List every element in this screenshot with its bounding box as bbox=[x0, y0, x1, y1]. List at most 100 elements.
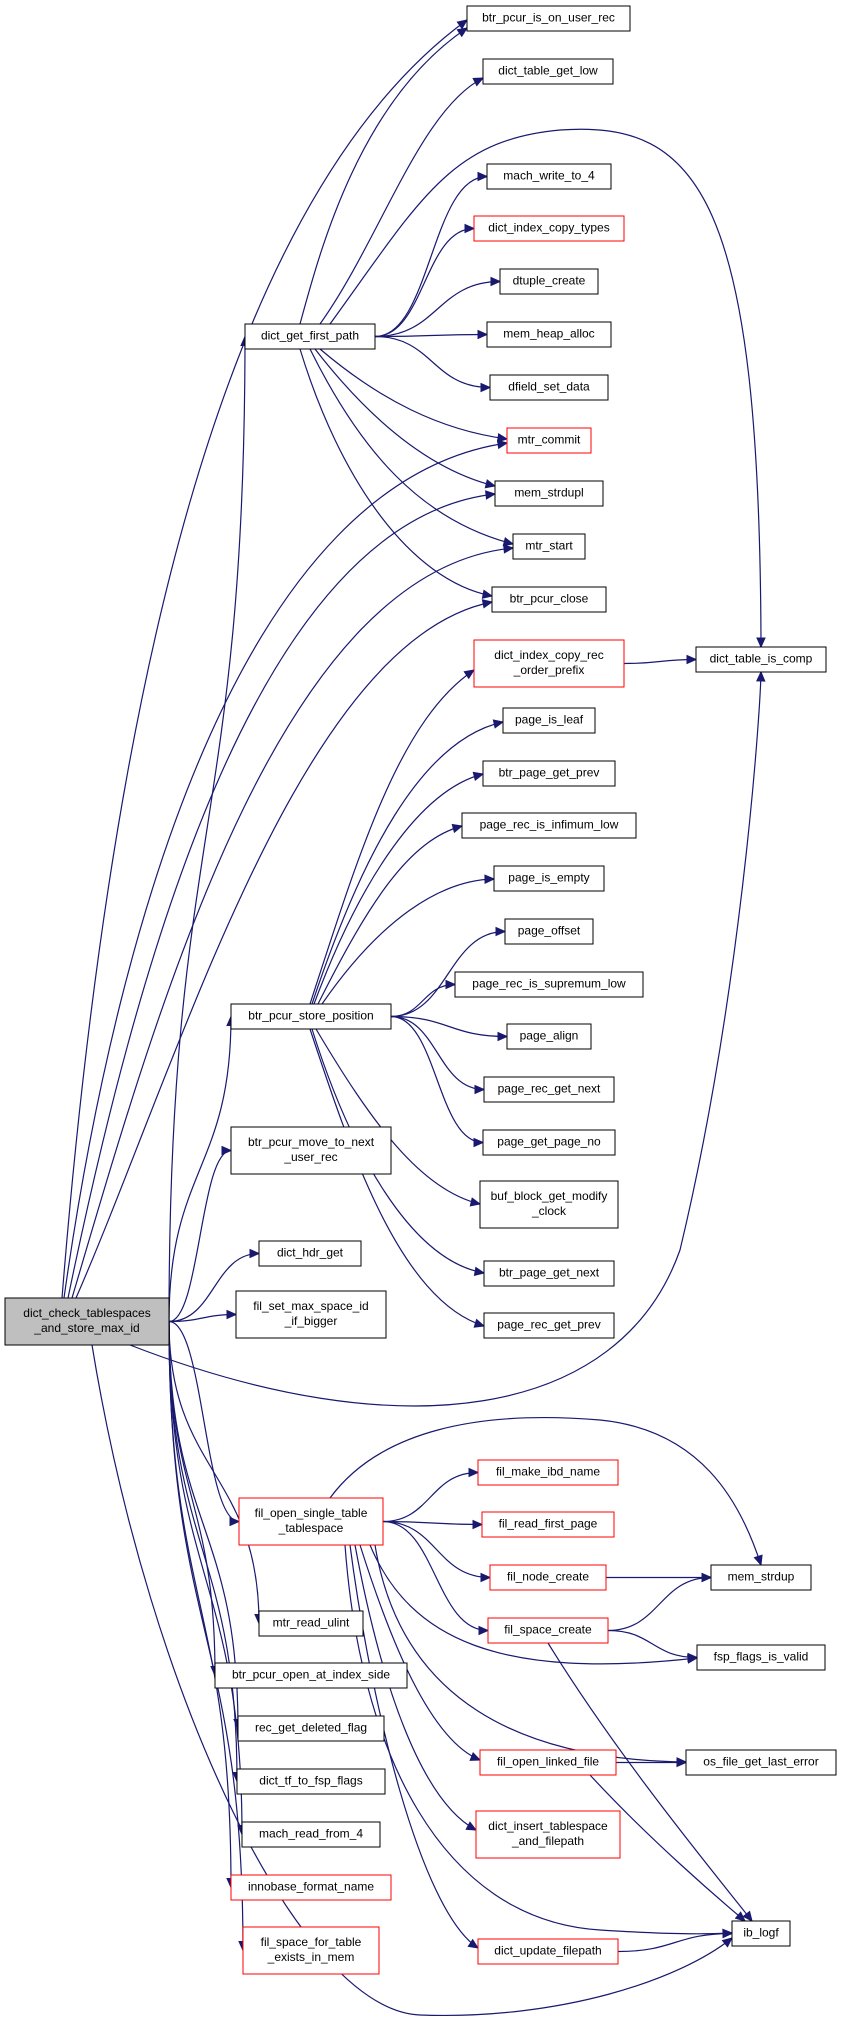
arrowhead-dict_get_first_path-to-dict_index_copy_types bbox=[464, 223, 476, 234]
node-innobase_format_name[interactable]: innobase_format_name bbox=[230, 1874, 392, 1901]
node-label: fil_open_single_table bbox=[255, 1506, 368, 1520]
arrowhead-btr_pcur_store_position-to-buf_block_get_modify_clock bbox=[469, 1197, 482, 1207]
edge-root-to-mtr_start bbox=[71, 547, 514, 1299]
node-mach_write_to_4[interactable]: mach_write_to_4 bbox=[486, 163, 612, 190]
node-dict_insert_tablespace_and_filepath[interactable]: dict_insert_tablespace_and_filepath bbox=[475, 1810, 621, 1859]
arrowhead-root-to-btr_pcur_is_on_user_rec bbox=[456, 19, 468, 30]
node-box bbox=[482, 58, 614, 85]
node-dtuple_create[interactable]: dtuple_create bbox=[499, 268, 599, 295]
edge-dict_get_first_path-to-mem_strdupl bbox=[314, 348, 496, 487]
node-box bbox=[710, 1564, 812, 1591]
arrowhead-dict_get_first_path-to-dfield_set_data bbox=[480, 382, 492, 393]
node-box bbox=[214, 1662, 408, 1689]
node-dict_table_get_low[interactable]: dict_table_get_low bbox=[482, 58, 614, 85]
node-mtr_commit[interactable]: mtr_commit bbox=[506, 427, 592, 454]
arrowhead-fil_open_linked_file-to-os_file_get_last_error bbox=[676, 1757, 688, 1768]
arrowhead-root-to-mem_strdupl bbox=[485, 490, 497, 500]
arrowhead-dict_update_filepath-to-ib_logf bbox=[722, 1928, 734, 1939]
node-dfield_set_data[interactable]: dfield_set_data bbox=[489, 374, 609, 401]
node-fil_space_for_table_exists_in_mem[interactable]: fil_space_for_table_exists_in_mem bbox=[242, 1926, 380, 1975]
node-btr_pcur_move_to_next_user_rec[interactable]: btr_pcur_move_to_next_user_rec bbox=[230, 1126, 392, 1175]
node-box bbox=[238, 1497, 384, 1546]
node-page_rec_get_prev[interactable]: page_rec_get_prev bbox=[483, 1312, 615, 1339]
node-fil_make_ibd_name[interactable]: fil_make_ibd_name bbox=[477, 1459, 619, 1486]
node-dict_table_is_comp[interactable]: dict_table_is_comp bbox=[695, 646, 827, 673]
node-btr_pcur_store_position[interactable]: btr_pcur_store_position bbox=[230, 1003, 392, 1030]
node-box bbox=[475, 1810, 621, 1859]
node-fil_node_create[interactable]: fil_node_create bbox=[489, 1564, 607, 1591]
node-page_rec_get_next[interactable]: page_rec_get_next bbox=[483, 1076, 615, 1103]
node-mem_strdup[interactable]: mem_strdup bbox=[710, 1564, 812, 1591]
node-box bbox=[4, 1297, 170, 1346]
node-mtr_read_ulint[interactable]: mtr_read_ulint bbox=[258, 1610, 364, 1637]
node-dict_hdr_get[interactable]: dict_hdr_get bbox=[258, 1240, 362, 1267]
node-btr_page_get_next[interactable]: btr_page_get_next bbox=[483, 1260, 615, 1287]
edge-root-to-btr_pcur_store_position bbox=[168, 1016, 232, 1322]
node-fil_set_max_space_id_if_bigger[interactable]: fil_set_max_space_id_if_bigger bbox=[235, 1290, 387, 1339]
arrowhead-fil_open_single_table_tablespace-to-fil_read_first_page bbox=[472, 1519, 484, 1530]
edge-dict_get_first_path-to-mach_write_to_4 bbox=[374, 175, 488, 338]
node-dict_get_first_path[interactable]: dict_get_first_path bbox=[244, 323, 376, 350]
arrowhead-fil_open_linked_file-to-ib_logf bbox=[734, 1911, 746, 1922]
node-fil_open_single_table_tablespace[interactable]: fil_open_single_table_tablespace bbox=[238, 1497, 384, 1546]
node-fil_read_first_page[interactable]: fil_read_first_page bbox=[481, 1511, 615, 1538]
arrowhead-fil_space_create-to-mem_strdup bbox=[701, 1572, 713, 1583]
node-btr_pcur_close[interactable]: btr_pcur_close bbox=[491, 586, 607, 613]
node-page_is_leaf[interactable]: page_is_leaf bbox=[502, 707, 596, 734]
node-mem_strdupl[interactable]: mem_strdupl bbox=[494, 480, 604, 507]
node-label: dict_index_copy_rec bbox=[494, 648, 603, 662]
arrowhead-dict_get_first_path-to-mem_strdupl bbox=[484, 479, 497, 489]
node-btr_pcur_is_on_user_rec[interactable]: btr_pcur_is_on_user_rec bbox=[466, 5, 631, 32]
node-box bbox=[477, 1459, 619, 1486]
node-os_file_get_last_error[interactable]: os_file_get_last_error bbox=[685, 1749, 837, 1776]
node-box bbox=[230, 1874, 392, 1901]
node-rec_get_deleted_flag[interactable]: rec_get_deleted_flag bbox=[237, 1715, 385, 1742]
node-fil_open_linked_file[interactable]: fil_open_linked_file bbox=[479, 1749, 617, 1776]
node-page_get_page_no[interactable]: page_get_page_no bbox=[482, 1129, 616, 1156]
node-dict_update_filepath[interactable]: dict_update_filepath bbox=[477, 1938, 619, 1965]
node-page_offset[interactable]: page_offset bbox=[504, 918, 594, 945]
node-dict_index_copy_types[interactable]: dict_index_copy_types bbox=[473, 215, 625, 242]
arrowhead-root-to-btr_pcur_move_to_next_user_rec bbox=[221, 1145, 233, 1156]
node-label: _user_rec bbox=[283, 1150, 337, 1164]
node-page_rec_is_supremum_low[interactable]: page_rec_is_supremum_low bbox=[454, 971, 644, 998]
node-btr_pcur_open_at_index_side[interactable]: btr_pcur_open_at_index_side bbox=[214, 1662, 408, 1689]
node-label: dict_index_copy_types bbox=[488, 221, 609, 235]
arrowhead-dict_get_first_path-to-dict_table_get_low bbox=[472, 77, 485, 87]
node-label: mtr_commit bbox=[518, 433, 581, 447]
node-page_is_empty[interactable]: page_is_empty bbox=[493, 865, 605, 892]
arrowhead-dict_get_first_path-to-mtr_commit bbox=[496, 433, 509, 443]
node-box bbox=[486, 163, 612, 190]
node-fil_space_create[interactable]: fil_space_create bbox=[487, 1617, 609, 1644]
arrowhead-fil_space_create-to-fsp_flags_is_valid bbox=[687, 1652, 699, 1663]
edge-dict_get_first_path-to-dtuple_create bbox=[374, 280, 501, 338]
arrowhead-btr_pcur_store_position-to-page_get_page_no bbox=[473, 1137, 485, 1148]
arrowhead-dict_get_first_path-to-mem_heap_alloc bbox=[477, 329, 489, 340]
node-fsp_flags_is_valid[interactable]: fsp_flags_is_valid bbox=[696, 1644, 826, 1671]
node-root[interactable]: dict_check_tablespaces_and_store_max_id bbox=[4, 1297, 170, 1346]
node-dict_tf_to_fsp_flags[interactable]: dict_tf_to_fsp_flags bbox=[236, 1768, 386, 1795]
arrowhead-root-to-mtr_start bbox=[503, 544, 515, 554]
node-label: fsp_flags_is_valid bbox=[714, 1650, 809, 1664]
node-page_align[interactable]: page_align bbox=[506, 1023, 592, 1050]
node-label: mem_heap_alloc bbox=[503, 327, 594, 341]
node-btr_page_get_prev[interactable]: btr_page_get_prev bbox=[482, 760, 616, 787]
node-mem_heap_alloc[interactable]: mem_heap_alloc bbox=[486, 321, 612, 348]
arrowhead-btr_pcur_store_position-to-dict_index_copy_rec_order_prefix bbox=[463, 669, 476, 680]
edge-dict_get_first_path-to-btr_pcur_close bbox=[299, 348, 493, 597]
arrowhead-fil_open_single_table_tablespace-to-fil_node_create bbox=[480, 1572, 492, 1583]
edge-fil_open_single_table_tablespace-to-fil_space_create bbox=[382, 1520, 489, 1632]
node-label: dict_tf_to_fsp_flags bbox=[259, 1774, 362, 1788]
node-dict_index_copy_rec_order_prefix[interactable]: dict_index_copy_rec_order_prefix bbox=[473, 639, 625, 688]
node-box bbox=[454, 971, 644, 998]
node-label: mtr_read_ulint bbox=[273, 1616, 350, 1630]
edge-root-to-dict_tf_to_fsp_flags bbox=[168, 1321, 238, 1782]
node-layer: dict_check_tablespaces_and_store_max_idd… bbox=[4, 5, 837, 1975]
node-label: btr_pcur_close bbox=[510, 592, 589, 606]
node-mach_read_from_4[interactable]: mach_read_from_4 bbox=[241, 1821, 381, 1848]
node-mtr_start[interactable]: mtr_start bbox=[512, 533, 586, 560]
node-page_rec_is_infimum_low[interactable]: page_rec_is_infimum_low bbox=[461, 812, 637, 839]
node-ib_logf[interactable]: ib_logf bbox=[731, 1920, 791, 1947]
node-buf_block_get_modify_clock[interactable]: buf_block_get_modify_clock bbox=[479, 1180, 619, 1229]
node-label: page_rec_is_supremum_low bbox=[472, 977, 626, 991]
